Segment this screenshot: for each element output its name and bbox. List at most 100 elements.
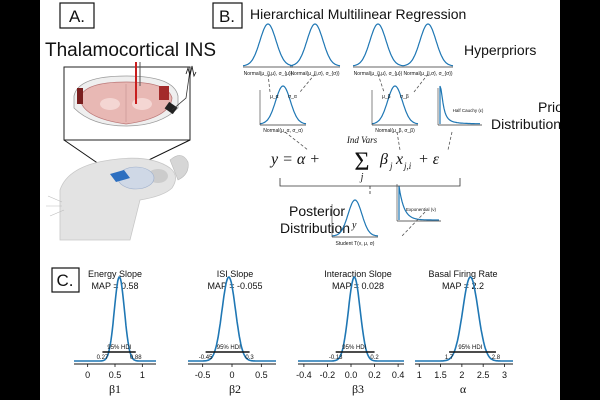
hyperprior-curve [402,23,454,67]
dependency-arrows [267,73,453,237]
hdi-lower-label: -0.13 [329,355,343,361]
posterior-y-label: y [351,220,357,231]
chart-map-label: MAP = -0.055 [207,281,262,291]
exponential-distribution: Exponential (ν) [396,184,441,222]
panel-a-label: A. [69,7,85,26]
exponential-caption: Exponential (ν) [406,207,437,212]
spike-trace [185,65,197,78]
equation-beta-sub: j [389,161,393,171]
chart-title: Interaction Slope [324,269,392,279]
regression-equation: y = α + Ind Vars Σ j β j x j,i + ε [269,135,440,183]
density-curve [298,276,404,362]
chart-map-label: MAP = 2.2 [442,281,484,291]
half-cauchy-curve [439,85,480,125]
hyperprior-caption: Normal(μ_{j,σ}, σ_{σ}) [290,71,339,77]
equation-tail: + ε [418,151,440,168]
x-tick-label: 2 [459,370,464,380]
hyperprior-distribution: Normal(μ_{j,μ}, σ_{μ}) [242,23,294,77]
panel-b-label-box: B. [212,2,243,29]
hyperprior-distribution: Normal(μ_{j,σ}, σ_{σ}) [402,23,454,77]
electrode-block [164,101,178,115]
panel-a-title: Thalamocortical INS [45,40,216,61]
thalamus-left [100,98,120,110]
equation-lhs: y = α + [269,151,320,168]
hyperprior-curve [352,23,404,67]
hdi-lower-label: -0.45 [199,355,213,361]
chart-map-label: MAP = 0.58 [91,281,138,291]
hdi-label: 95% HDI [458,345,482,351]
panel-a-label-box: A. [59,2,95,29]
prior-curve [371,85,419,125]
density-curve [188,276,276,362]
x-tick-label: -0.2 [320,370,336,380]
half-cauchy-caption: Half Cauchy (ε) [453,108,484,113]
panel-c-label: C. [57,271,74,290]
panel-b-title: Hierarchical Multilinear Regression [250,6,466,22]
x-tick-label: 0.4 [392,370,405,380]
x-axis-label: β1 [109,382,121,396]
exponential-curve [398,185,439,221]
prior-sub-label: σ_α [288,94,297,100]
equation-sum-index: j [359,172,364,183]
x-tick-label: -0.5 [195,370,211,380]
x-tick-label: 2.5 [477,370,490,380]
panel-b-label: B. [219,7,235,26]
x-tick-label: 0.0 [345,370,358,380]
hyperprior-curves: Normal(μ_{j,μ}, σ_{μ})Normal(μ_{j,σ}, σ_… [242,23,454,77]
equation-sum-top: Ind Vars [346,135,378,145]
chart-title: ISI Slope [217,269,254,279]
density-curve [74,276,156,362]
x-tick-label: 0.5 [109,370,122,380]
hdi-upper-label: 0.2 [370,355,379,361]
x-tick-label: 1 [140,370,145,380]
half-cauchy-distribution: Half Cauchy (ε) [437,85,484,126]
implant-site [110,170,130,182]
prior-label-line2: Distributions [491,116,560,132]
x-tick-label: 1.5 [434,370,447,380]
prior-sub-label: μ_β [382,94,391,100]
chart-title: Energy Slope [88,269,142,279]
hdi-upper-label: 2.8 [492,355,501,361]
hyperpriors-label: Hyperpriors [464,42,536,58]
cortex-marker-right [159,86,169,100]
equation-x-sub: j,i [403,161,412,171]
hdi-upper-label: 0.3 [245,355,254,361]
x-tick-label: 0.2 [368,370,381,380]
hyperprior-curve [242,23,294,67]
hdi-label: 95% HDI [217,345,241,351]
figure-panel: A. B. C. Thalamocortical INS [40,0,560,400]
likelihood-bracket [279,178,461,187]
hdi-lower-label: 1.7 [445,355,454,361]
brain-slice-illustration [63,62,197,141]
prior-caption: Normal(μ_β, σ_β) [375,128,415,134]
chart-map-label: MAP = 0.028 [332,281,384,291]
figure-canvas: A. B. C. Thalamocortical INS [45,2,560,396]
posterior-label-line2: Distribution [280,220,350,236]
x-axis-label: β2 [229,382,241,396]
equation-sum-symbol: Σ [354,147,369,176]
x-tick-label: 3 [502,370,507,380]
cortex-marker [77,88,83,104]
chart-title: Basal Firing Rate [428,269,497,279]
x-tick-label: 1 [417,370,422,380]
x-axis-label: β3 [352,382,364,396]
x-axis-label: α [460,382,467,396]
hyperprior-curve [289,23,341,67]
x-tick-label: 0.5 [255,370,268,380]
hdi-upper-label: 0.88 [130,355,142,361]
rat-illustration [46,155,189,241]
prior-sub-label: μ_α [270,94,279,100]
prior-curve [259,85,307,125]
hdi-label: 95% HDI [342,345,366,351]
hdi-label: 95% HDI [107,345,131,351]
